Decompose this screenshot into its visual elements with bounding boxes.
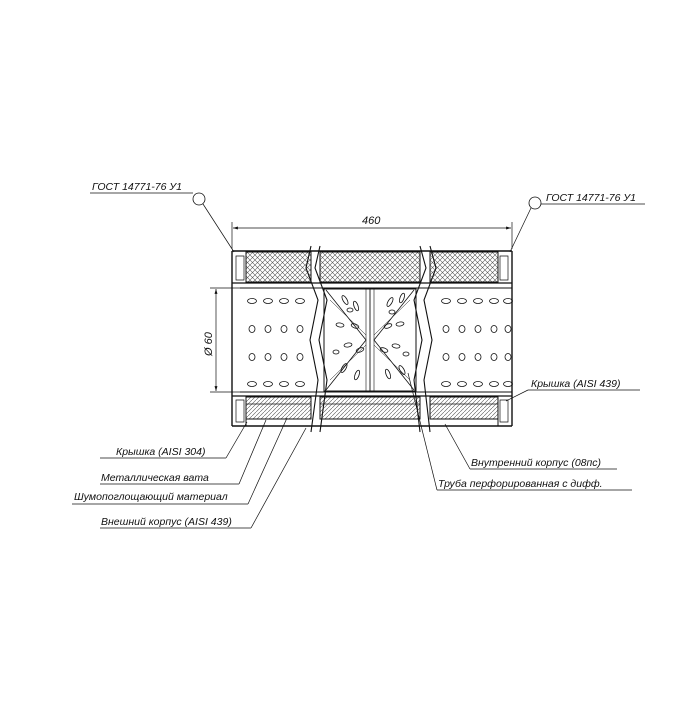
- perforation-hole: [503, 381, 513, 387]
- label-metal-wool: Металлическая вата: [101, 472, 209, 484]
- perforation-hole: [353, 300, 359, 312]
- perforation-hole: [385, 368, 391, 380]
- perforation-hole: [490, 353, 498, 361]
- perforation-hole: [264, 325, 272, 333]
- perforation-hole: [458, 353, 466, 361]
- perforation-hole: [343, 342, 353, 348]
- perforation-hole: [332, 349, 340, 355]
- perforation-hole: [388, 309, 396, 315]
- perforation-hole: [247, 298, 257, 304]
- leader-outer-shell: [100, 427, 307, 529]
- perforation-hole: [379, 347, 389, 353]
- perforation-hole: [504, 353, 512, 361]
- label-outer-shell: Внешний корпус (AISI 439): [101, 516, 232, 528]
- weld-callout-right: [509, 196, 645, 253]
- perforation-hole: [295, 298, 305, 304]
- perforation-hole: [247, 381, 257, 387]
- leader-inner-shell: [444, 423, 617, 470]
- perforation-hole: [457, 298, 467, 304]
- perforation-hole: [489, 298, 499, 304]
- perforation-hole: [398, 365, 406, 375]
- perforation-hole: [350, 323, 360, 329]
- perforation-hole: [346, 307, 354, 313]
- weld-standard-left: ГОСТ 14771-76 У1: [92, 181, 182, 193]
- perforation-hole: [263, 381, 273, 387]
- perforation-hole: [442, 353, 450, 361]
- perforation-hole: [248, 353, 256, 361]
- weld-standard-right: ГОСТ 14771-76 У1: [546, 192, 636, 204]
- perforation-hole: [296, 353, 304, 361]
- perforation-hole: [386, 297, 394, 307]
- perforated-tube: [240, 287, 513, 393]
- perforation-hole: [280, 325, 288, 333]
- label-perforated-tube: Труба перфорированная с дифф.: [438, 478, 603, 490]
- leader-metal-wool: [100, 419, 267, 485]
- length-dimension: [231, 222, 513, 249]
- perforation-hole: [354, 369, 360, 381]
- perforation-hole: [335, 322, 345, 328]
- perforation-hole: [457, 381, 467, 387]
- perforation-hole: [474, 325, 482, 333]
- label-sound-absorbing: Шумопоглощающий материал: [74, 491, 228, 503]
- lower-wall: [232, 395, 512, 427]
- perforation-hole: [296, 325, 304, 333]
- perforation-hole: [474, 353, 482, 361]
- perforation-hole: [383, 323, 393, 329]
- end-cap-right: [497, 250, 513, 426]
- leader-cap-left: [100, 421, 248, 459]
- perforation-hole: [399, 292, 405, 304]
- perforation-hole: [295, 381, 305, 387]
- diameter-dimension-text: Ø 60: [203, 331, 215, 357]
- perforation-hole: [504, 325, 512, 333]
- diffuser: [323, 288, 417, 392]
- leader-cap-right: [505, 389, 640, 402]
- perforation-hole: [248, 325, 256, 333]
- perforation-hole: [395, 321, 405, 327]
- perforation-hole: [341, 295, 349, 305]
- perforation-hole: [441, 298, 451, 304]
- perforation-hole: [402, 351, 410, 357]
- perforation-hole: [264, 353, 272, 361]
- perforation-hole: [355, 347, 365, 353]
- perforation-hole: [263, 298, 273, 304]
- diameter-dimension: [210, 287, 240, 393]
- perforation-hole: [279, 381, 289, 387]
- break-lines: [305, 245, 437, 433]
- leader-sound-absorbing: [72, 417, 288, 505]
- end-cap-left: [231, 250, 247, 426]
- perforation-hole: [279, 298, 289, 304]
- perforation-hole: [442, 325, 450, 333]
- label-inner-shell: Внутренний корпус (08пс): [471, 457, 601, 469]
- perforation-hole: [280, 353, 288, 361]
- perforation-hole: [391, 343, 401, 349]
- perforation-hole: [458, 325, 466, 333]
- length-dimension-text: 460: [362, 215, 381, 227]
- label-cap-right: Крышка (AISI 439): [531, 378, 620, 390]
- upper-wall: [232, 250, 512, 284]
- perforation-hole: [489, 381, 499, 387]
- perforation-hole: [441, 381, 451, 387]
- perforation-hole: [473, 298, 483, 304]
- leader-perforated-tube: [407, 372, 632, 491]
- weld-callout-left: [90, 192, 235, 253]
- perforation-hole: [490, 325, 498, 333]
- perforation-hole: [473, 381, 483, 387]
- perforation-hole: [503, 298, 513, 304]
- perforation-hole: [340, 363, 348, 373]
- label-cap-left: Крышка (AISI 304): [116, 446, 205, 458]
